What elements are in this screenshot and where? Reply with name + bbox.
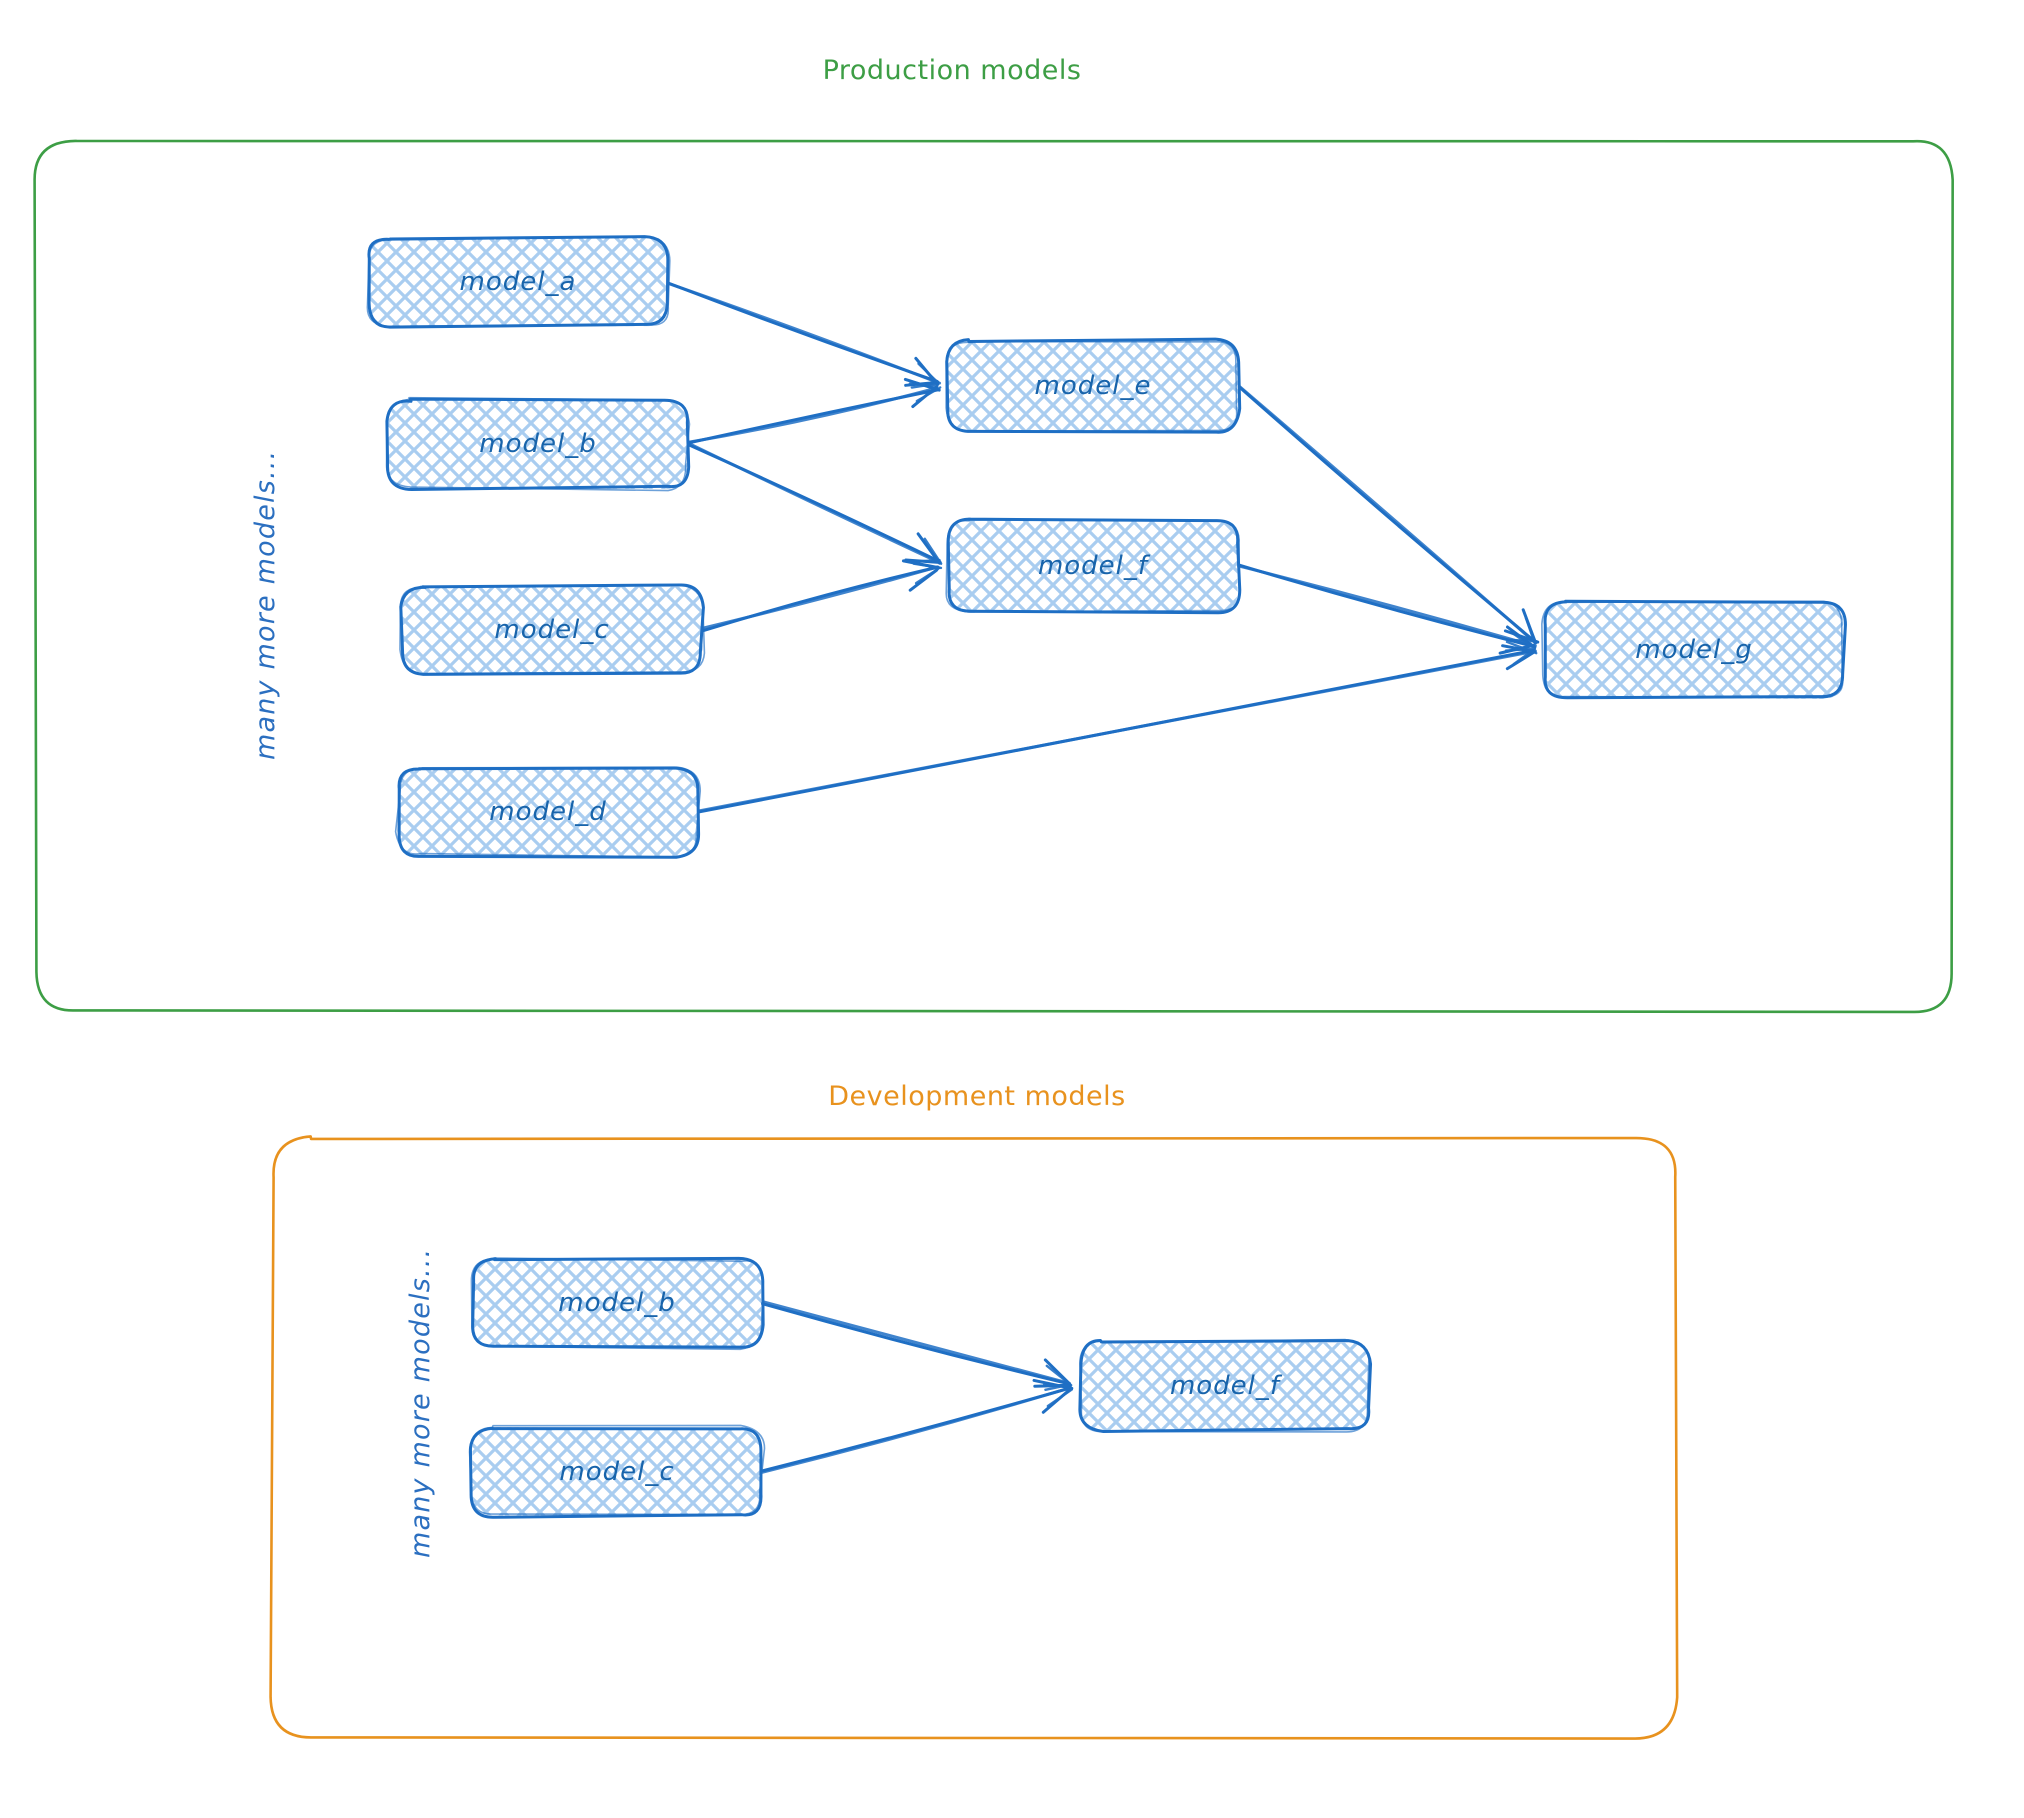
node-label-model_g: model_g <box>1635 635 1753 665</box>
node-dev_model_c[interactable] <box>468 1424 766 1519</box>
node-label-model_a: model_a <box>459 267 577 297</box>
group-title-production: Production models <box>822 55 1082 86</box>
node-model_a[interactable] <box>366 235 671 329</box>
arrow-head-icon <box>901 559 943 592</box>
edge-dev_model_c-to-dev_model_f <box>760 1386 1073 1474</box>
node-model_f[interactable] <box>945 517 1242 615</box>
edge-model_f-to-model_g <box>1234 562 1536 648</box>
node-model_d[interactable] <box>394 766 702 859</box>
node-label-model_d: model_d <box>489 797 607 827</box>
node-dev_model_f[interactable] <box>1078 1338 1373 1434</box>
side-note-development: many more models... <box>405 1247 436 1558</box>
edge-model_e-to-model_g <box>1235 383 1538 645</box>
node-label-dev_model_c: model_c <box>559 1457 675 1487</box>
group-container-development <box>269 1135 1679 1740</box>
side-note-production: many more models... <box>250 449 281 760</box>
node-label-dev_model_b: model_b <box>558 1288 676 1318</box>
node-model_e[interactable] <box>945 337 1242 434</box>
group-container-production <box>33 139 1954 1014</box>
node-dev_model_b[interactable] <box>470 1256 765 1351</box>
node-model_b[interactable] <box>385 396 691 492</box>
node-label-model_f: model_f <box>1037 551 1149 581</box>
arrow-head-icon <box>1501 640 1538 671</box>
arrow-head-icon <box>903 377 942 409</box>
node-label-model_c: model_c <box>494 615 610 645</box>
node-label-model_b: model_b <box>479 429 597 459</box>
node-model_g[interactable] <box>1541 599 1847 700</box>
node-label-model_e: model_e <box>1034 371 1152 401</box>
edge-model_a-to-model_e <box>665 281 942 385</box>
group-title-development: Development models <box>828 1081 1126 1112</box>
edge-dev_model_b-to-dev_model_f <box>760 1300 1071 1386</box>
edge-model_c-to-model_f <box>700 565 940 633</box>
edge-model_b-to-model_f <box>685 441 942 564</box>
edge-model_d-to-model_g <box>695 648 1537 814</box>
node-label-dev_model_f: model_f <box>1169 1371 1281 1401</box>
arrow-head-icon <box>1032 1378 1074 1414</box>
edge-model_b-to-model_e <box>684 386 941 445</box>
node-model_c[interactable] <box>399 583 706 676</box>
